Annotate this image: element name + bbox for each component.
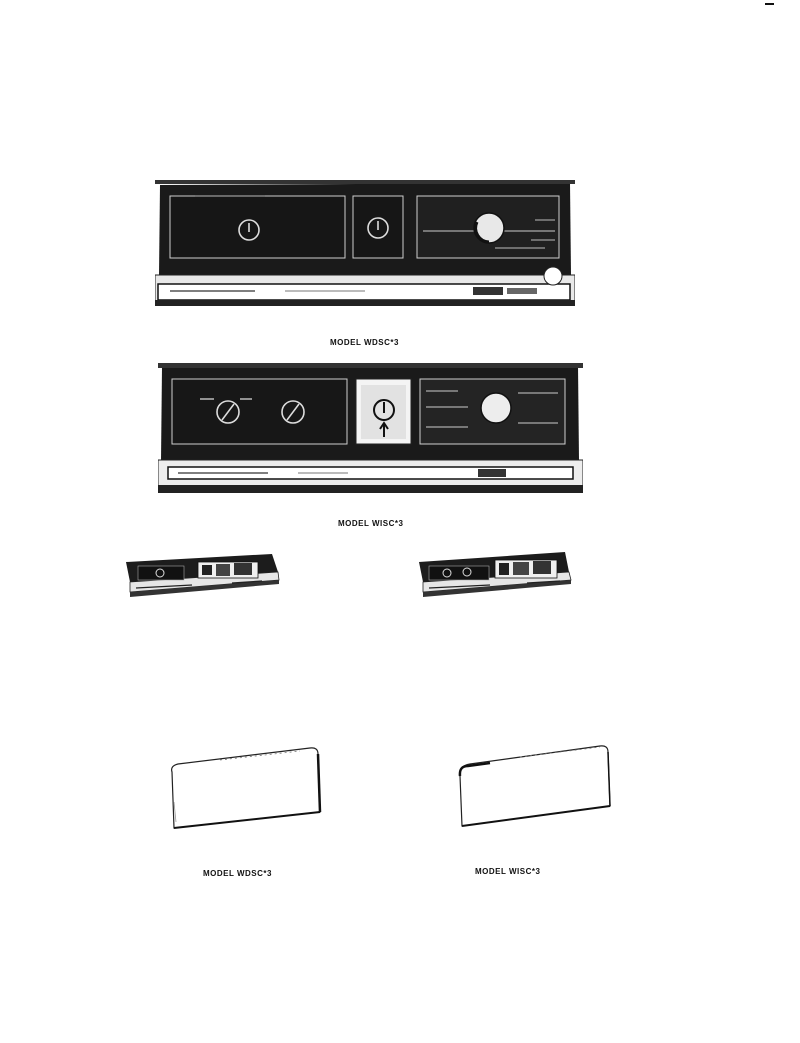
wdsc-lid-illustration: [160, 742, 326, 834]
caption-wdsc-lid: MODEL WDSC*3: [203, 869, 272, 878]
caption-wisc-panel: MODEL WISC*3: [338, 519, 404, 528]
caption-wisc-lid: MODEL WISC*3: [475, 867, 541, 876]
wisc-lid-illustration: [450, 742, 616, 834]
wisc-control-panel-illustration: [158, 363, 583, 500]
small-panel-right-illustration: [415, 548, 573, 600]
small-panel-left-illustration: [122, 552, 280, 600]
caption-wdsc-panel: MODEL WDSC*3: [330, 338, 399, 347]
wdsc-control-panel-illustration: [155, 180, 575, 315]
scan-mark: [765, 3, 774, 5]
